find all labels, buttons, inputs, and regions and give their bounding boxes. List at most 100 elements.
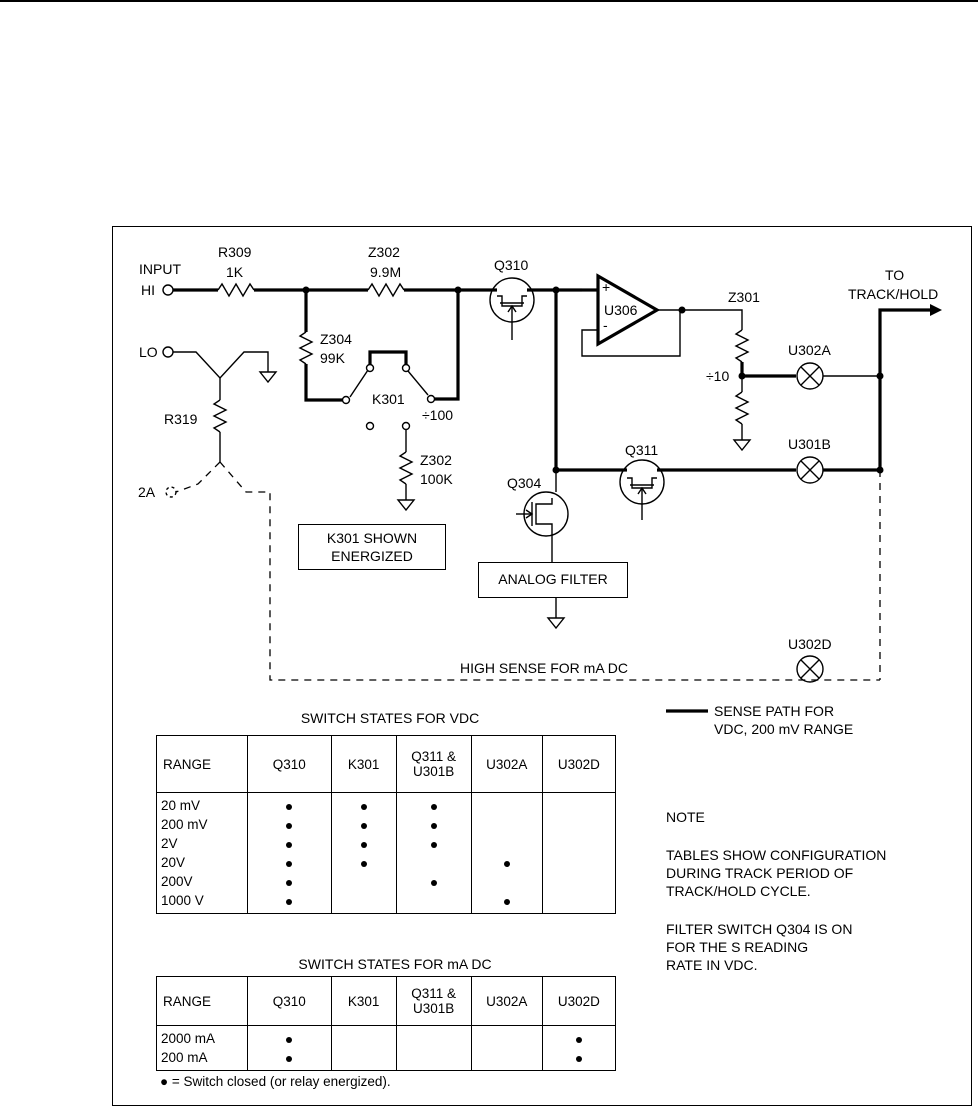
table-madc-footnote: ● = Switch closed (or relay energized). [160,1074,391,1089]
switch-state-cell [470,872,543,891]
switch-state-cell [246,1048,332,1071]
input-hi-terminal [162,284,174,296]
switch-state-cell [330,872,397,891]
switch-closed-dot [286,1056,293,1062]
switch-state-cell [541,792,617,815]
label-to: TO [885,267,904,283]
z301-resistor-top [734,329,750,363]
label-lo: LO [139,344,158,360]
label-z302-top-value: 9.9M [370,264,401,280]
range-cell: 2V [156,834,248,853]
table-row: 20 mV [156,792,617,815]
note-para1-line1: TABLES SHOW CONFIGURATION [666,847,887,863]
range-cell: 2000 mA [156,1025,248,1048]
switch-state-cell [395,1048,472,1071]
column-header: K301 [330,735,397,793]
note-para2-line2: FOR THE S READING [666,939,809,955]
switch-state-cell [246,872,332,891]
z302-bottom-resistor [398,451,414,485]
table-row: 1000 V [156,891,617,914]
switch-closed-dot [286,842,293,848]
switch-closed-dot [286,823,293,829]
switch-state-cell [246,891,332,914]
column-header: Q311 &U301B [395,976,472,1026]
label-z302-bottom-value: 100K [420,471,453,487]
label-z304-value: 99K [320,350,346,366]
ground-symbol-z301 [732,439,752,452]
label-z304: Z304 [320,331,352,347]
switch-state-cell [330,891,397,914]
label-hi: HI [141,282,155,298]
page-top-rule [0,0,978,2]
switch-closed-dot [286,899,293,905]
column-header: U302A [470,735,543,793]
ground-symbol-lo [258,371,278,384]
column-header: K301 [330,976,397,1026]
k301-shown-line1: K301 SHOWN [326,530,418,546]
analog-filter-label: ANALOG FILTER [498,571,608,587]
switch-state-cell [470,1025,543,1048]
label-r309-value: 1K [226,264,244,280]
table-row: 200 mA [156,1048,617,1071]
figure-frame [112,226,972,1106]
label-q311: Q311 [625,442,658,458]
switch-state-cell [541,872,617,891]
switch-state-cell [541,891,617,914]
label-2a: 2A [138,484,156,500]
z302-top-resistor [367,282,405,298]
switch-closed-dot [360,823,367,829]
switch-state-cell [470,792,543,815]
r309-resistor [217,282,255,298]
switch-state-cell [330,792,397,815]
switch-closed-dot [286,880,293,886]
switch-state-cell [470,834,543,853]
analog-filter-box: ANALOG FILTER [478,562,628,598]
switch-state-cell [541,1048,617,1071]
note-para2-line3: RATE IN VDC. [666,957,758,973]
label-z302-bottom: Z302 [420,452,452,468]
note-para1-line2: DURING TRACK PERIOD OF [666,865,854,881]
column-header: RANGE [156,976,248,1026]
column-header: RANGE [156,735,248,793]
table-row: 2000 mA [156,1025,617,1048]
label-z301: Z301 [728,289,760,305]
switch-state-cell [541,853,617,872]
switch-state-cell [246,853,332,872]
switch-state-cell [330,1025,397,1048]
label-r309: R309 [218,244,252,260]
switch-state-cell [330,815,397,834]
label-q310: Q310 [494,257,528,273]
switch-state-cell [395,891,472,914]
k301-shown-line2: ENERGIZED [331,548,413,564]
switch-state-cell [541,834,617,853]
u306-opamp [596,273,661,347]
switch-state-cell [470,891,543,914]
table-row: 20V [156,853,617,872]
range-cell: 20V [156,853,248,872]
svg-text:-: - [603,317,608,333]
switch-state-cell [541,815,617,834]
range-cell: 200V [156,872,248,891]
table-row: 200V [156,872,617,891]
label-track-hold: TRACK/HOLD [848,286,938,302]
label-u306: U306 [604,302,638,318]
switch-state-cell [330,1048,397,1071]
range-cell: 200 mA [156,1048,248,1071]
switch-closed-dot [286,804,293,810]
column-header: U302D [541,976,617,1026]
switch-state-cell [470,815,543,834]
note-title: NOTE [666,809,705,825]
z301-resistor-bottom [734,391,750,425]
switch-state-cell [470,853,543,872]
range-cell: 1000 V [156,891,248,914]
switch-closed-dot [575,1037,582,1043]
r319-resistor [212,399,228,433]
z304-resistor [298,331,314,365]
label-r319: R319 [164,411,198,427]
switch-closed-dot [430,804,437,810]
switch-closed-dot [360,861,367,867]
